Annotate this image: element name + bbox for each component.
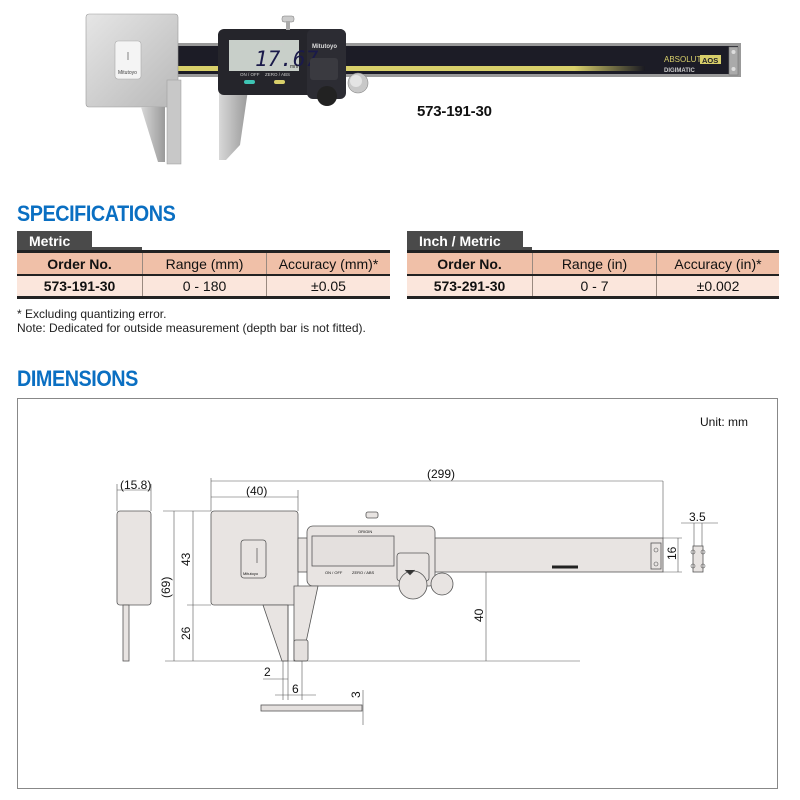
svg-text:ON / OFF: ON / OFF	[325, 570, 343, 575]
metric-tab: Metric	[17, 231, 390, 250]
zero-abs-button	[274, 80, 285, 84]
table-header-row: Order No. Range (in) Accuracy (in)*	[407, 250, 779, 276]
dim-head-height: 43	[179, 552, 193, 566]
table-row: 573-291-30 0 - 7 ±0.002	[407, 275, 779, 299]
on-off-button	[244, 80, 255, 84]
inch-metric-spec-table: Inch / Metric Order No. Range (in) Accur…	[407, 231, 779, 299]
dimensions-drawing-frame	[17, 398, 778, 789]
metric-tab-label: Metric	[17, 231, 93, 250]
svg-text:ON / OFF: ON / OFF	[240, 72, 260, 77]
unit-label: Unit: mm	[700, 415, 748, 429]
display-reading: 17.67	[255, 47, 319, 71]
svg-text:Mitutoyo: Mitutoyo	[312, 44, 337, 50]
dim-beam-offset: 40	[472, 608, 486, 622]
table-header-row: Order No. Range (mm) Accuracy (mm)*	[17, 250, 390, 276]
absolute-aos-badge: ABSOLUTE	[664, 55, 707, 64]
dim-beam-height: 16	[665, 546, 679, 560]
svg-text:ORIGIN: ORIGIN	[358, 529, 372, 534]
dim-jaw-width: 6	[292, 682, 299, 696]
column-header: Range (in)	[532, 250, 657, 276]
column-header: Range (mm)	[142, 250, 267, 276]
inch-metric-tab: Inch / Metric	[407, 231, 779, 250]
svg-text:ZERO / ABS: ZERO / ABS	[265, 72, 290, 77]
dim-jaw-length: 26	[179, 626, 193, 640]
svg-text:ZERO / ABS: ZERO / ABS	[352, 570, 375, 575]
footnote-quantizing: * Excluding quantizing error.	[17, 307, 167, 321]
footnote-depth-bar: Note: Dedicated for outside measurement …	[17, 321, 366, 335]
order-no-cell: 573-291-30	[407, 275, 533, 299]
model-caption: 573-191-30	[417, 103, 492, 120]
range-cell: 0 - 7	[532, 275, 657, 299]
digital-caliper-image: ABSOLUTE AOS DIGIMATIC Mitutoyo 17.67 mm…	[85, 13, 741, 165]
column-header: Order No.	[407, 250, 533, 276]
svg-text:Mitutoyo: Mitutoyo	[118, 70, 137, 76]
dim-jaw-thickness: 3	[349, 691, 363, 698]
product-photo: ABSOLUTE AOS DIGIMATIC Mitutoyo 17.67 mm…	[0, 0, 800, 180]
dim-jaw-tip: 2	[264, 665, 271, 679]
dim-overall-height: (69)	[159, 577, 173, 598]
column-header: Accuracy (mm)*	[266, 250, 390, 276]
svg-text:mm: mm	[290, 64, 298, 70]
column-header: Order No.	[17, 250, 143, 276]
svg-text:AOS: AOS	[702, 56, 718, 65]
accuracy-cell: ±0.002	[656, 275, 779, 299]
metric-spec-table: Metric Order No. Range (mm) Accuracy (mm…	[17, 231, 390, 299]
accuracy-cell: ±0.05	[266, 275, 390, 299]
svg-text:Mitutoyo: Mitutoyo	[243, 571, 259, 576]
dim-side-width: (15.8)	[120, 478, 151, 492]
order-no-cell: 573-191-30	[17, 275, 143, 299]
dimensions-title: DIMENSIONS	[17, 366, 138, 391]
svg-text:ORIGIN: ORIGIN	[268, 42, 284, 47]
dim-overall-length: (299)	[427, 467, 455, 481]
table-row: 573-191-30 0 - 180 ±0.05	[17, 275, 390, 299]
dim-head-width: (40)	[246, 484, 267, 498]
range-cell: 0 - 180	[142, 275, 267, 299]
inch-metric-tab-label: Inch / Metric	[407, 231, 523, 250]
column-header: Accuracy (in)*	[656, 250, 779, 276]
specifications-title: SPECIFICATIONS	[17, 201, 176, 226]
svg-text:DIGIMATIC: DIGIMATIC	[664, 68, 696, 74]
dim-beam-thickness: 3.5	[689, 510, 706, 524]
